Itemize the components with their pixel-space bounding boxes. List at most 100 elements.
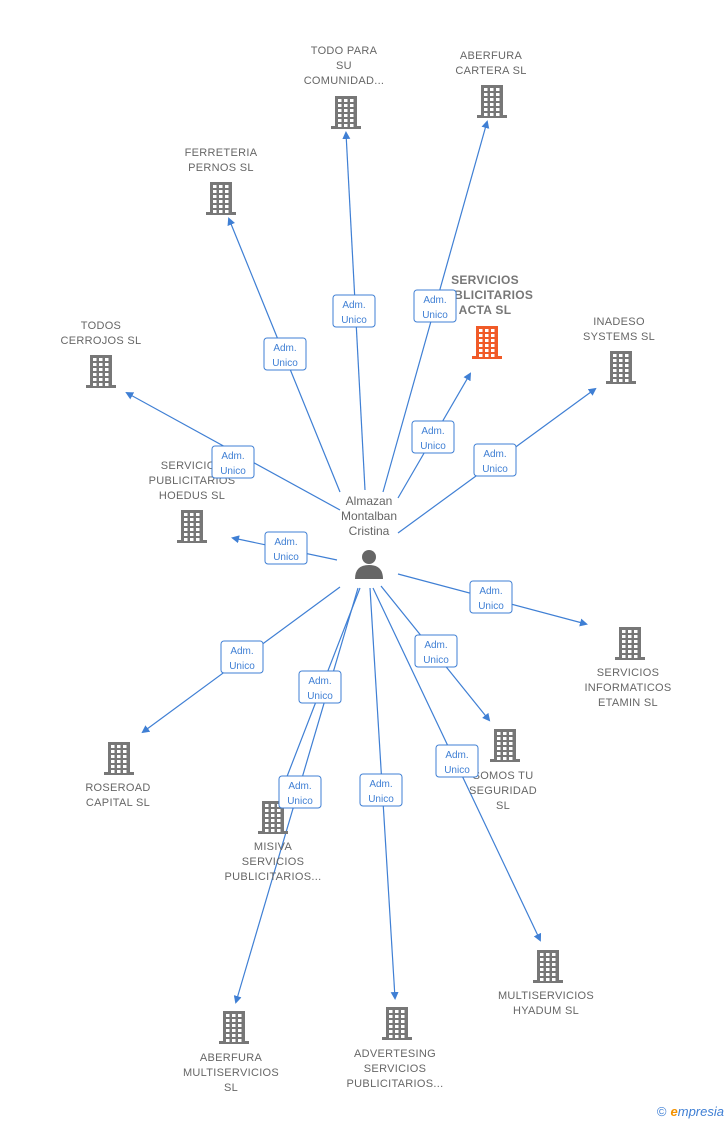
- node-label: COMUNIDAD...: [304, 75, 385, 87]
- building-window: [219, 200, 223, 203]
- edge-role-box: [435, 744, 479, 778]
- building-window: [490, 98, 494, 101]
- building-window: [265, 824, 269, 827]
- building-window: [613, 379, 617, 382]
- edge-role-badge[interactable]: Adm.Unico: [435, 744, 479, 778]
- building-base: [331, 126, 361, 129]
- edge-role-badge[interactable]: Adm.Unico: [359, 773, 403, 807]
- building-window: [350, 124, 354, 127]
- building-window: [213, 190, 217, 193]
- building-window: [491, 339, 495, 342]
- building-window: [219, 185, 223, 188]
- building-window: [552, 973, 556, 976]
- node-label: INADESO: [593, 316, 645, 328]
- edge-role-badge[interactable]: Adm.Unico: [473, 443, 517, 477]
- building-window: [226, 1014, 230, 1017]
- building-window: [503, 742, 507, 745]
- edge-role-badge[interactable]: Adm.Unico: [414, 634, 458, 668]
- edge-role-badge[interactable]: Adm.Unico: [211, 445, 255, 479]
- node-inadeso-systems[interactable]: INADESO SYSTEMS SL: [583, 316, 655, 384]
- building-window: [634, 640, 638, 643]
- building-window: [184, 513, 188, 516]
- building-window: [628, 655, 632, 658]
- building-window: [105, 363, 109, 366]
- node-advertesing-servicios[interactable]: ADVERTESINGSERVICIOSPUBLICITARIOS...: [347, 1007, 444, 1090]
- node-misiva-servicios[interactable]: MISIVASERVICIOSPUBLICITARIOS...: [225, 801, 322, 883]
- edge-role-badge[interactable]: Adm.Unico: [263, 337, 307, 371]
- footer-brand[interactable]: ©empresia: [657, 1104, 724, 1119]
- building-window: [219, 190, 223, 193]
- building-window: [496, 93, 500, 96]
- building-window: [389, 1035, 393, 1038]
- node-label: SYSTEMS SL: [583, 331, 655, 343]
- edge-role-badge[interactable]: Adm.Unico: [469, 580, 513, 614]
- building-window: [238, 1019, 242, 1022]
- building-window: [238, 1029, 242, 1032]
- node-label: ABERFURA: [460, 50, 523, 62]
- building-window: [395, 1030, 399, 1033]
- node-label: ACTA SL: [459, 303, 512, 317]
- edge-role-box: [264, 531, 308, 565]
- building-window: [271, 814, 275, 817]
- node-label: INFORMATICOS: [584, 682, 671, 694]
- edge-role-text: Unico: [229, 661, 255, 672]
- building-window: [184, 518, 188, 521]
- building-window: [497, 732, 501, 735]
- building-window: [613, 369, 617, 372]
- building-window: [123, 745, 127, 748]
- node-todo-para[interactable]: TODO PARASUCOMUNIDAD...: [304, 45, 385, 129]
- building-icon: [177, 510, 207, 543]
- edge-role-badge[interactable]: Adm.Unico: [332, 294, 376, 328]
- building-window: [190, 533, 194, 536]
- building-window: [271, 819, 275, 822]
- node-label: SERVICIOS: [597, 667, 659, 679]
- building-window: [552, 978, 556, 981]
- building-base: [477, 115, 507, 118]
- building-window: [277, 809, 281, 812]
- node-label: SL: [224, 1082, 238, 1094]
- building-window: [540, 953, 544, 956]
- building-window: [213, 205, 217, 208]
- building-window: [619, 354, 623, 357]
- edge-role-badge[interactable]: Adm.Unico: [278, 775, 322, 809]
- building-window: [622, 655, 626, 658]
- building-icon: [472, 326, 502, 359]
- building-window: [395, 1020, 399, 1023]
- building-window: [238, 1014, 242, 1017]
- edge-role-badge[interactable]: Adm.Unico: [264, 531, 308, 565]
- edge-role-badge[interactable]: Adm.Unico: [413, 289, 457, 323]
- node-label: ABERFURA: [200, 1052, 263, 1064]
- edge-role-box: [473, 443, 517, 477]
- edge-role-badge[interactable]: Adm.Unico: [220, 640, 264, 674]
- building-window: [265, 814, 269, 817]
- building-window: [634, 635, 638, 638]
- node-label: FERRETERIA: [185, 147, 258, 159]
- building-window: [625, 364, 629, 367]
- edge-role-badge[interactable]: Adm.Unico: [298, 670, 342, 704]
- building-window: [213, 210, 217, 213]
- building-window: [485, 344, 489, 347]
- building-window: [622, 650, 626, 653]
- building-window: [546, 958, 550, 961]
- node-label: ADVERTESING: [354, 1048, 436, 1060]
- building-window: [619, 379, 623, 382]
- building-window: [105, 383, 109, 386]
- person-body: [355, 565, 383, 579]
- building-window: [344, 114, 348, 117]
- building-window: [232, 1014, 236, 1017]
- node-label: TODO PARA: [311, 45, 378, 57]
- edge-role-badge[interactable]: Adm.Unico: [411, 420, 455, 454]
- building-window: [497, 737, 501, 740]
- building-window: [265, 819, 269, 822]
